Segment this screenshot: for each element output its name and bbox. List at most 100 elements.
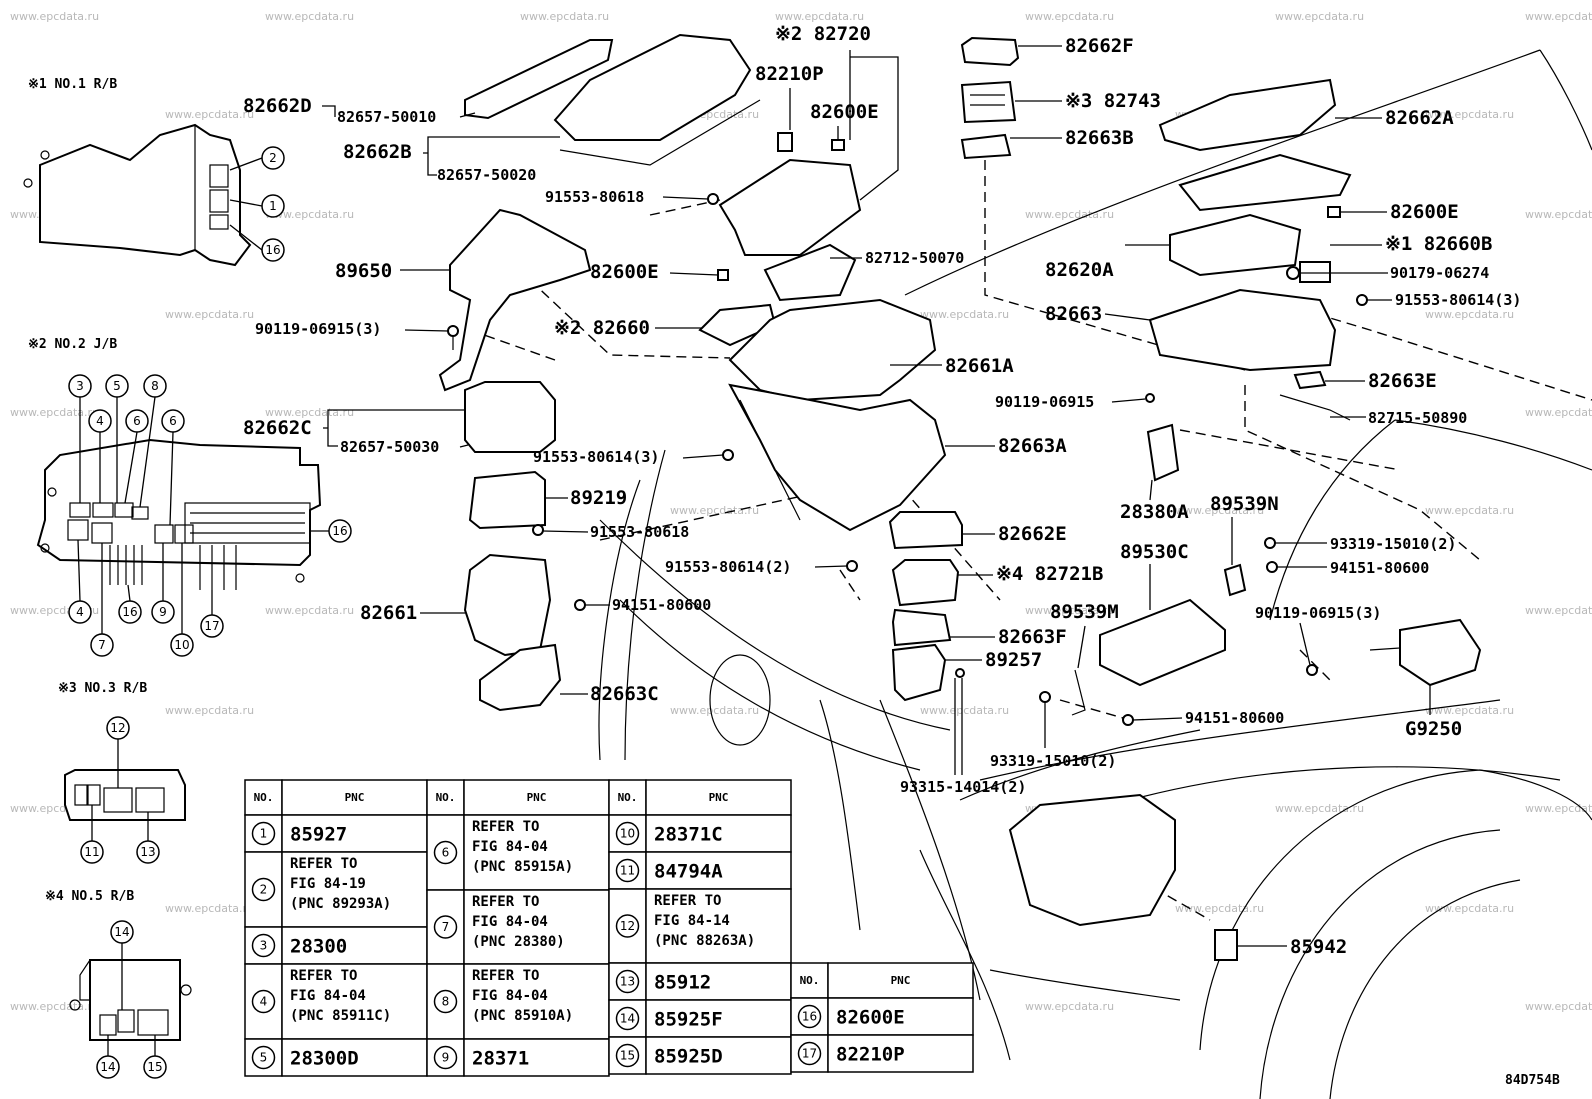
- watermark: www.epcdata.ru: [1425, 902, 1514, 915]
- part-28380A: [1146, 423, 1180, 482]
- table-cell: [645, 779, 792, 816]
- watermark: www.epcdata.ru: [10, 1000, 99, 1013]
- row-number-circle: [251, 821, 276, 846]
- table-pnc-line: (PNC 88263A): [654, 933, 755, 949]
- part-89257: [891, 643, 947, 702]
- row-number: 3: [260, 939, 268, 953]
- table-pnc-line: (PNC 85915A): [472, 859, 573, 875]
- part-82715-50890: [1279, 394, 1351, 421]
- callout-number: 12: [110, 721, 125, 735]
- callout-number: 7: [98, 638, 106, 652]
- callout-number: 13: [140, 845, 155, 859]
- part-engine-room-box: [1008, 793, 1176, 927]
- table-pnc: 85927: [290, 824, 347, 846]
- part-label: 82662E: [998, 523, 1067, 545]
- callout-number: 17: [204, 619, 219, 633]
- part-label: 82663B: [1065, 127, 1134, 149]
- part-label: ※3 82743: [1065, 90, 1161, 112]
- watermark: www.epcdata.ru: [265, 10, 354, 23]
- table-cell: [463, 1038, 610, 1077]
- row-number-circle: [615, 1006, 640, 1031]
- watermark: www.epcdata.ru: [1525, 802, 1592, 815]
- part-label: 89539N: [1210, 493, 1279, 515]
- part-82663A: [728, 383, 947, 532]
- part-82620A: [1169, 213, 1302, 277]
- part-nut: [1122, 714, 1134, 726]
- inset-title: ※3 NO.3 R/B: [58, 681, 147, 696]
- watermark: www.epcdata.ru: [165, 704, 254, 717]
- row-number: 11: [620, 864, 635, 878]
- part-label: 89539M: [1050, 601, 1119, 623]
- table-pnc-line: FIG 84-04: [472, 839, 548, 855]
- table-header-pnc: PNC: [709, 791, 729, 804]
- watermark: www.epcdata.ru: [1425, 108, 1514, 121]
- part-label: ※1 82660B: [1385, 233, 1492, 255]
- vehicle-body-outline: [598, 49, 1592, 1099]
- part-label: 90179-06274: [1390, 264, 1489, 282]
- table-cell: [281, 926, 428, 965]
- row-number-circle: [797, 1004, 822, 1029]
- watermark: www.epcdata.ru: [920, 308, 1009, 321]
- callout-number: 4: [96, 414, 104, 428]
- part-89539N: [1223, 563, 1247, 597]
- table-header-pnc: PNC: [527, 791, 547, 804]
- part-label: 90119-06915(3): [1255, 604, 1381, 622]
- table-pnc: 28371: [472, 1048, 529, 1070]
- part-82712-50070: [763, 243, 857, 302]
- watermark: www.epcdata.ru: [670, 704, 759, 717]
- watermark: www.epcdata.ru: [1175, 504, 1264, 517]
- callout-number: 14: [114, 925, 129, 939]
- part-shapes: [438, 33, 1482, 961]
- table-header-no: NO.: [800, 974, 820, 987]
- inset-no3-rb: ※3 NO.3 R/B 12 11 13: [58, 681, 186, 864]
- row-number-circle: [433, 989, 458, 1014]
- row-number-circle: [251, 933, 276, 958]
- watermark: www.epcdata.ru: [265, 208, 354, 221]
- part-label: 85942: [1290, 936, 1347, 958]
- table-pnc-line: (PNC 28380): [472, 934, 565, 950]
- watermark: www.epcdata.ru: [1525, 10, 1592, 23]
- part-label: 94151-80600: [612, 596, 711, 614]
- table-header-no: NO.: [618, 791, 638, 804]
- part-82662A: [1158, 78, 1337, 152]
- part-label: 91553-80618: [545, 188, 644, 206]
- row-number-circle: [615, 969, 640, 994]
- callout-number: 1: [269, 199, 277, 213]
- part-82720: [718, 158, 862, 256]
- part-bolt: [1306, 664, 1318, 676]
- part-bolt: [707, 193, 719, 205]
- table-pnc: 82210P: [836, 1044, 905, 1066]
- watermark: www.epcdata.ru: [1275, 10, 1364, 23]
- row-number: 12: [620, 919, 635, 933]
- watermark: www.epcdata.ru: [775, 10, 864, 23]
- watermark: www.epcdata.ru: [165, 902, 254, 915]
- part-label: 90119-06915: [995, 393, 1094, 411]
- part-85942: [1214, 929, 1238, 961]
- part-label: 82712-50070: [865, 249, 964, 267]
- row-number-circle: [615, 858, 640, 883]
- part-89219: [468, 470, 546, 530]
- part-82663B: [960, 133, 1012, 160]
- part-82600E: [717, 269, 729, 281]
- part-label: 82600E: [590, 261, 659, 283]
- table-pnc-line: FIG 84-04: [472, 988, 548, 1004]
- callout-circle: [261, 194, 285, 218]
- row-number: 13: [620, 975, 635, 989]
- watermark: www.epcdata.ru: [1025, 1000, 1114, 1013]
- watermark: www.epcdata.ru: [165, 108, 254, 121]
- callout-number: 2: [269, 151, 277, 165]
- row-number-circle: [251, 1045, 276, 1070]
- row-number: 5: [260, 1051, 268, 1065]
- part-bolt: [1356, 294, 1368, 306]
- watermark: www.epcdata.ru: [670, 504, 759, 517]
- row-number: 4: [260, 995, 268, 1009]
- watermark: www.epcdata.ru: [1175, 902, 1264, 915]
- table-pnc-line: REFER TO: [472, 819, 539, 835]
- part-label: 82663A: [998, 435, 1067, 457]
- callout-number: 16: [265, 243, 280, 257]
- watermark: www.epcdata.ru: [520, 10, 609, 23]
- callout-number: 16: [122, 605, 137, 619]
- row-number: 16: [802, 1010, 817, 1024]
- part-label: 82662A: [1385, 107, 1454, 129]
